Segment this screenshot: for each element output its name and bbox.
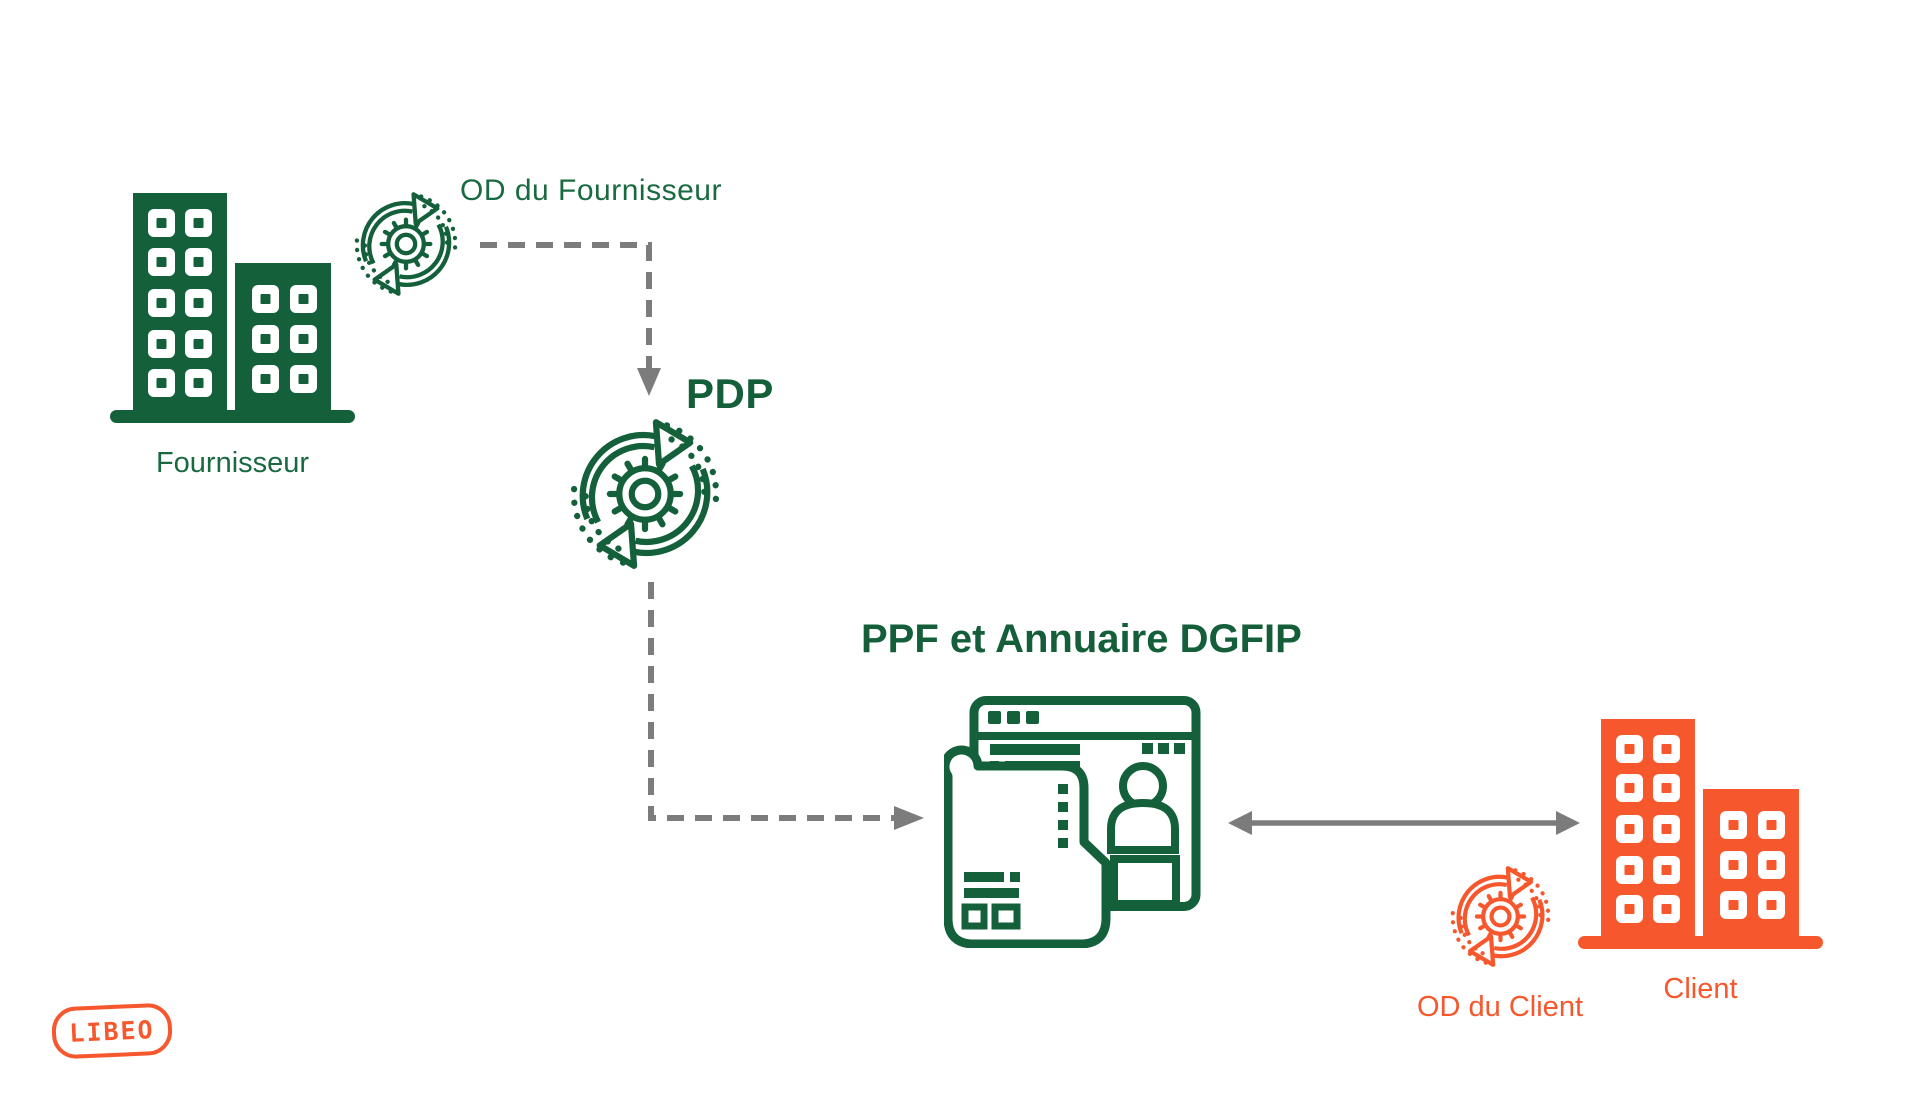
od-client-label: OD du Client	[1416, 991, 1583, 1023]
client-label: Client	[1663, 973, 1738, 1005]
buildings-icon	[1578, 719, 1823, 949]
dashed-arrow-od-fournisseur-to-pdp	[480, 242, 661, 396]
pdp-label: PDP	[686, 370, 774, 417]
sync-gear-icon	[352, 190, 460, 298]
libeo-logo-text: LIBEO	[68, 1014, 156, 1048]
buildings-icon	[110, 193, 355, 423]
od-fournisseur-label: OD du Fournisseur	[460, 174, 722, 207]
ppf-annuaire-label: PPF et Annuaire DGFIP	[861, 617, 1302, 661]
double-arrow-ppf-to-client	[1228, 811, 1580, 835]
libeo-logo: LIBEO	[50, 1002, 174, 1060]
fournisseur-label: Fournisseur	[155, 447, 310, 479]
browser-annuaire-icon	[944, 696, 1201, 948]
sync-gear-icon	[567, 416, 723, 572]
dashed-arrow-pdp-to-ppf	[648, 582, 924, 830]
sync-gear-icon	[1448, 864, 1553, 969]
